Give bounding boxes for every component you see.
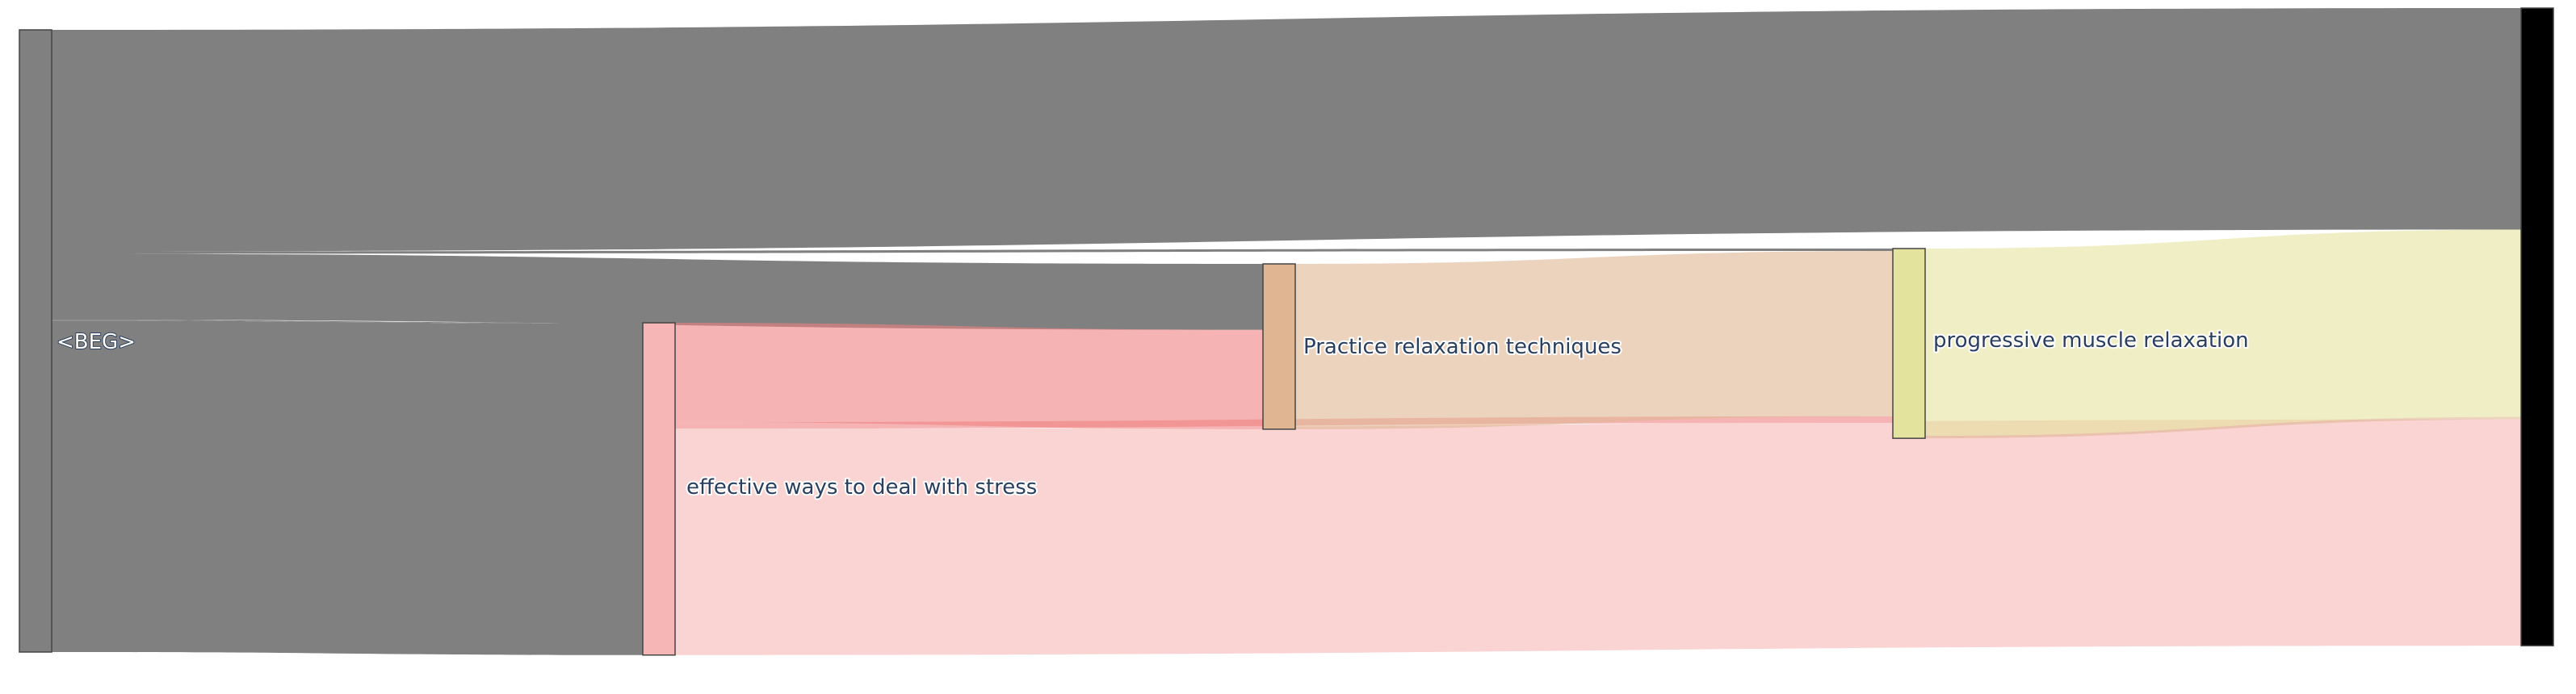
link-beg-to-stress[interactable]	[52, 320, 643, 324]
link-beg-to-relax[interactable]	[52, 253, 1263, 330]
node-beg[interactable]	[19, 29, 52, 653]
sankey-links	[52, 8, 2521, 655]
link-pmr-to-end[interactable]	[1925, 229, 2521, 437]
link-beg-to-end[interactable]	[52, 8, 2521, 252]
link-stress-to-relax[interactable]	[675, 323, 1263, 429]
link-pmr-to-end[interactable]	[1925, 416, 2521, 439]
sankey-labels: <BEG> effective ways to deal with stress…	[56, 327, 2251, 501]
node-end[interactable]	[2520, 7, 2554, 646]
node-label-pmr: progressive muscle relaxation	[1933, 328, 2249, 353]
node-label-stress: effective ways to deal with stress	[686, 475, 1037, 500]
node-stress[interactable]	[642, 322, 676, 656]
link-beg-to-stress[interactable]	[52, 320, 643, 655]
node-label-beg: <BEG>	[57, 330, 136, 354]
link-relax-to-pmr[interactable]	[1295, 251, 1893, 429]
node-relax[interactable]	[1262, 263, 1296, 430]
node-label-relax: Practice relaxation techniques	[1303, 335, 1622, 359]
node-pmr[interactable]	[1892, 248, 1926, 439]
link-beg-to-pmr[interactable]	[52, 249, 1893, 254]
sankey-nodes	[19, 7, 2554, 656]
link-stress-to-end[interactable]	[675, 419, 2521, 655]
